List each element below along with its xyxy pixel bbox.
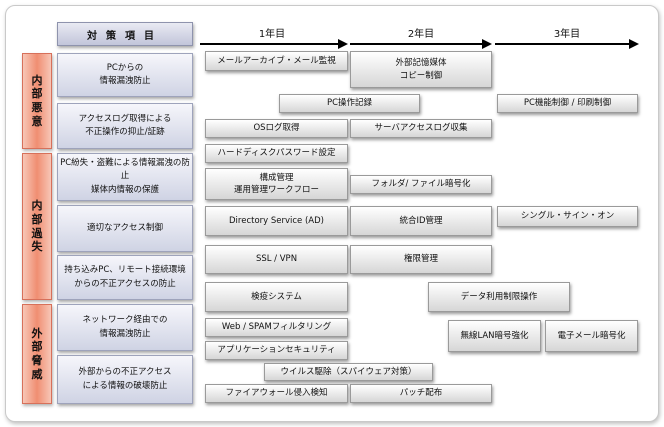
year1-label: 1年目 <box>258 29 286 40</box>
measure-hdd-password: ハードディスクパスワード設定 <box>205 144 348 163</box>
measure-ssl-vpn: SSL / VPN <box>205 245 348 274</box>
measure-quarantine: 検疫システム <box>205 282 348 312</box>
measure-pc-function-control: PC機能制御 / 印刷制御 <box>497 94 638 113</box>
measure-wireless-lan: 無線LAN暗号強化 <box>448 320 541 352</box>
measure-folder-encryption: フォルダ/ ファイル暗号化 <box>350 175 492 194</box>
measure-authorization: 権限管理 <box>350 245 492 274</box>
measure-integrated-id: 統合ID管理 <box>350 206 492 236</box>
measure-firewall-ids: ファイアウォール侵入検知 <box>205 384 348 403</box>
measures-header: 対策項目 <box>57 22 193 46</box>
measure-web-spam-filter: Web / SPAMフィルタリング <box>205 318 348 337</box>
objective-external-attack: 外部からの不正アクセス による情報の破壊防止 <box>57 355 193 404</box>
objective-pc-leak: PCからの 情報漏洩防止 <box>57 53 193 97</box>
measure-single-sign-on: シングル・サイン・オン <box>497 206 638 227</box>
year3-label: 3年目 <box>553 29 581 40</box>
measure-data-usage-limit: データ利用制限操作 <box>428 282 570 312</box>
objective-log-deter: アクセスログ取得による 不正操作の抑止/証跡 <box>57 103 193 149</box>
measure-app-security: アプリケーションセキュリティ <box>205 341 348 360</box>
measure-config-management: 構成管理 運用管理ワークフロー <box>205 168 348 200</box>
category-external-threat: 外 部 脅 威 <box>22 304 52 404</box>
measure-patch: パッチ配布 <box>350 384 492 403</box>
category-label: 内 部 悪 意 <box>31 73 43 128</box>
category-label: 内 部 過 失 <box>31 199 43 254</box>
objective-remote-access: 持ち込みPC、リモート接続環境 からの不正アクセスの防止 <box>57 255 193 300</box>
measure-mail-archive: メールアーカイブ・メール監視 <box>205 51 348 71</box>
measure-directory-service: Directory Service (AD) <box>205 206 348 236</box>
category-label: 外 部 脅 威 <box>31 326 43 381</box>
objective-network-leak: ネットワーク経由での 情報漏洩防止 <box>57 304 193 351</box>
category-internal-error: 内 部 過 失 <box>22 153 52 300</box>
measure-email-encryption: 電子メール暗号化 <box>545 320 638 352</box>
objective-access-control: 適切なアクセス制御 <box>57 205 193 252</box>
measure-server-access-log: サーバアクセスログ収集 <box>350 119 492 138</box>
measure-external-media: 外部記憶媒体 コピー制御 <box>350 51 492 88</box>
measure-antivirus: ウイルス駆除（スパイウェア対策） <box>264 363 433 381</box>
measure-pc-operation-log: PC操作記録 <box>279 94 420 113</box>
year2-label: 2年目 <box>407 29 435 40</box>
measure-os-log: OSログ取得 <box>205 119 348 138</box>
category-internal-fraud: 内 部 悪 意 <box>22 53 52 149</box>
objective-media-protect: PC紛失・盗難による情報漏洩の防止 媒体内情報の保護 <box>57 153 193 201</box>
